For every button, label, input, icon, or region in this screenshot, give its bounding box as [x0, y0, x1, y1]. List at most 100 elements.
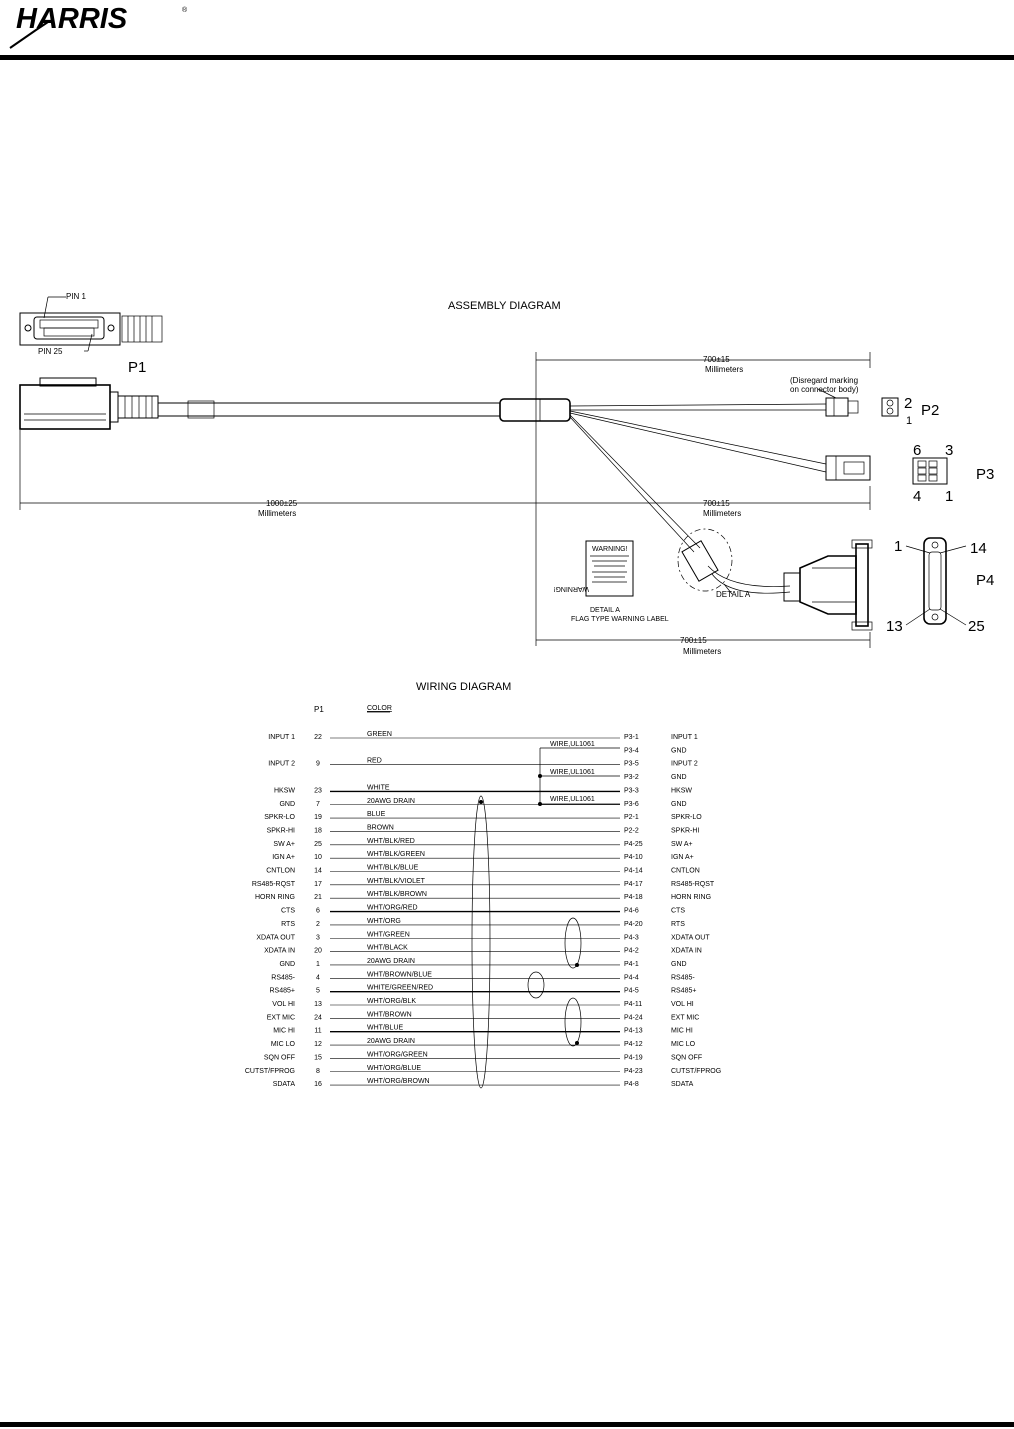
signal-name-dest: SW A+: [671, 841, 693, 848]
p1-pin-number: 17: [314, 881, 322, 888]
wire-color: 20AWG DRAIN: [367, 798, 415, 805]
signal-name-p1: XDATA OUT: [256, 934, 295, 941]
p2-pin-1: 1: [906, 415, 912, 427]
signal-name-dest: CNTLON: [671, 868, 700, 875]
p1-pin-number: 13: [314, 1001, 322, 1008]
signal-name-p1: GND: [279, 961, 295, 968]
col-header-color: COLOR: [367, 705, 392, 712]
wire-color: BLUE: [367, 811, 386, 818]
signal-name-p1: HKSW: [274, 787, 295, 794]
p4-pin-1: 1: [894, 538, 902, 555]
signal-name-dest: RS485-: [671, 974, 695, 981]
destination-pin: P4-24: [624, 1014, 643, 1021]
shield-groupings: [471, 795, 582, 1089]
signal-name-dest: XDATA IN: [671, 948, 702, 955]
p4-pin-14: 14: [970, 540, 987, 557]
p1-pin-number: 5: [316, 988, 320, 995]
jumper-label-1: WIRE,UL1061: [550, 741, 595, 748]
p1-pin-number: 22: [314, 734, 322, 741]
signal-name-dest: GND: [671, 774, 687, 781]
p4-pin-25: 25: [968, 618, 985, 635]
signal-name-p1: GND: [279, 801, 295, 808]
signal-name-p1: SPKR-LO: [264, 814, 295, 821]
destination-pin: P3-3: [624, 787, 639, 794]
p1-pin-number: 23: [314, 787, 322, 794]
p1-pin-number: 10: [314, 854, 322, 861]
signal-name-dest: HKSW: [671, 787, 692, 794]
wire-color: WHT/ORG/BROWN: [367, 1078, 430, 1085]
wire-color: GREEN: [367, 731, 392, 738]
signal-name-p1: INPUT 1: [268, 734, 295, 741]
destination-pin: P4-3: [624, 934, 639, 941]
destination-pin: P4-13: [624, 1028, 643, 1035]
wire-color: WHT/BLK/BLUE: [367, 865, 419, 872]
wire-color: WHT/BLUE: [367, 1025, 404, 1032]
p4-face-view: [905, 537, 967, 626]
detail-a-label: DETAIL A: [716, 590, 751, 599]
p1-pin-number: 12: [314, 1041, 322, 1048]
wire-color: WHT/BROWN/BLUE: [367, 971, 432, 978]
wire-color: WHT/BLK/BROWN: [367, 891, 427, 898]
header-rule: [0, 55, 1014, 60]
wire-color: WHT/BLK/GREEN: [367, 851, 425, 858]
signal-name-p1: CNTLON: [266, 868, 295, 875]
signal-name-p1: EXT MIC: [267, 1014, 295, 1021]
signal-name-dest: SQN OFF: [671, 1054, 702, 1061]
signal-name-dest: CUTST/FPROG: [671, 1068, 721, 1075]
wire-color: WHT/BLK/VIOLET: [367, 878, 426, 885]
warning-label: WARNING! WARNING!: [553, 540, 634, 597]
dimensions: [19, 352, 871, 648]
signal-name-p1: RTS: [281, 921, 295, 928]
p1-face-view: PIN 1 PIN 25: [19, 292, 163, 356]
p1-pin-number: 11: [314, 1028, 321, 1035]
destination-pin: P4-11: [624, 1001, 642, 1008]
signal-name-dest: SDATA: [671, 1081, 694, 1088]
signal-name-dest: SPKR-LO: [671, 814, 702, 821]
p1-pin-number: 20: [314, 948, 322, 955]
dim-p1-value: 1000±25: [266, 499, 298, 508]
signal-name-p1: SDATA: [273, 1081, 296, 1088]
signal-name-p1: CTS: [281, 908, 295, 915]
p3-pin-3: 3: [945, 442, 953, 459]
dim-p3-unit: Millimeters: [703, 509, 741, 518]
destination-pin: P2-2: [624, 827, 639, 834]
signal-name-p1: INPUT 2: [268, 761, 295, 768]
p2-label: P2: [921, 402, 939, 419]
wire-color: WHT/ORG/RED: [367, 905, 418, 912]
gnd-jumpers: [538, 747, 620, 806]
wire-color: BROWN: [367, 824, 394, 831]
wiring-title: WIRING DIAGRAM: [416, 681, 511, 693]
signal-name-dest: INPUT 2: [671, 761, 698, 768]
signal-name-dest: EXT MIC: [671, 1014, 699, 1021]
warning-label-bottom: WARNING!: [553, 585, 589, 592]
signal-name-p1: RS485-RQST: [252, 881, 296, 888]
signal-name-p1: IGN A+: [272, 854, 295, 861]
signal-name-p1: MIC HI: [273, 1028, 295, 1035]
wire-color: WHT/BLACK: [367, 945, 408, 952]
p1-pin-number: 3: [316, 934, 320, 941]
destination-pin: P4-6: [624, 908, 639, 915]
p1-pin-number: 16: [314, 1081, 322, 1088]
harris-logo: HARRIS ®: [9, 3, 188, 49]
p3-pin-1: 1: [945, 488, 953, 505]
p1-pin-number: 9: [316, 761, 320, 768]
destination-pin: P4-2: [624, 948, 639, 955]
p1-pin-number: 18: [314, 827, 322, 834]
signal-name-dest: RS485+: [671, 988, 697, 995]
p1-pin-number: 15: [314, 1054, 322, 1061]
wire-color: WHITE: [367, 784, 390, 791]
warning-label-top: WARNING!: [592, 546, 628, 553]
p3-label: P3: [976, 466, 994, 483]
disregard-note-line1: (Disregard marking: [790, 376, 858, 385]
wire-color: 20AWG DRAIN: [367, 1038, 415, 1045]
signal-name-p1: SPKR-HI: [267, 827, 295, 834]
p1-pin-number: 6: [316, 908, 320, 915]
signal-name-dest: IGN A+: [671, 854, 694, 861]
wire-color: 20AWG DRAIN: [367, 958, 415, 965]
wire-color: WHITE/GREEN/RED: [367, 985, 433, 992]
p3-pin-6: 6: [913, 442, 921, 459]
p1-label: P1: [128, 359, 146, 376]
destination-pin: P4-5: [624, 988, 639, 995]
breakout-wires: [569, 403, 827, 594]
